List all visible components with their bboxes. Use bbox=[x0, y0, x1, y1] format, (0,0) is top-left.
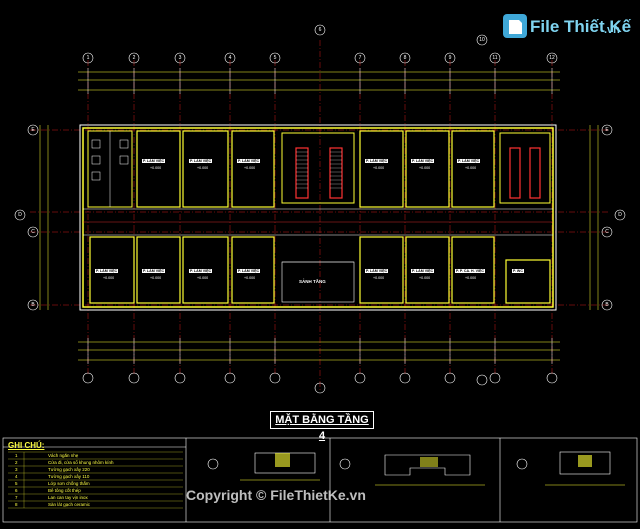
elevation-mark: +0.000 bbox=[373, 276, 385, 280]
axis-label-top: 5 bbox=[273, 55, 277, 61]
room-label: P. LÀM VIỆC bbox=[237, 269, 261, 273]
axis-label-top: 11 bbox=[492, 55, 498, 61]
note-number: 1 bbox=[15, 453, 18, 458]
detail-section-1 bbox=[207, 452, 320, 481]
elevation-mark: +0.000 bbox=[465, 276, 477, 280]
note-item: Sàn lát gạch ceramic bbox=[48, 502, 91, 507]
room-label: P. LÀM VIỆC bbox=[237, 159, 261, 163]
axis-label-top: 6 bbox=[318, 27, 322, 33]
copyright-watermark: Copyright © FileThietKe.vn bbox=[186, 487, 366, 503]
room-label: P. LÀM VIỆC bbox=[142, 269, 166, 273]
top-dimension-lines bbox=[78, 71, 560, 91]
room-label: P. LÀM VIỆC bbox=[365, 269, 389, 273]
stair-left bbox=[281, 132, 355, 204]
axis-label-top: 7 bbox=[358, 55, 362, 61]
notes-grid bbox=[8, 451, 183, 509]
room-label: P. LÀM VIỆC bbox=[457, 159, 481, 163]
title-block bbox=[2, 437, 638, 523]
axis-grid bbox=[30, 40, 610, 390]
room-label: P. LÀM VIỆC bbox=[142, 159, 166, 163]
axis-label-top: 8 bbox=[403, 55, 407, 61]
dimension-ticks bbox=[87, 68, 553, 364]
note-item: Lớp sơn chống thấm bbox=[48, 481, 90, 486]
hall-label: SẢNH TẦNG bbox=[299, 279, 326, 284]
elevation-mark: +0.000 bbox=[419, 276, 431, 280]
room-label: P. LÀM VIỆC bbox=[365, 159, 389, 163]
elevation-mark: +0.000 bbox=[150, 276, 162, 280]
elevation-mark: +0.000 bbox=[197, 166, 209, 170]
rooms-bottom-row bbox=[89, 236, 551, 304]
bottom-dimension-lines bbox=[78, 341, 560, 361]
detail-section-2 bbox=[339, 454, 485, 486]
note-number: 8 bbox=[15, 502, 18, 507]
axis-label-side: B bbox=[31, 302, 35, 308]
elevation-mark: +0.000 bbox=[465, 166, 477, 170]
axis-label-top: 12 bbox=[549, 55, 555, 61]
note-item: Tường gạch xây 110 bbox=[48, 474, 90, 479]
axis-label-side: C bbox=[605, 229, 609, 235]
rooms-top-row bbox=[136, 130, 495, 208]
note-number: 4 bbox=[15, 474, 18, 479]
axis-label-top: 10 bbox=[479, 37, 485, 43]
note-number: 3 bbox=[15, 467, 18, 472]
elevation-mark: +0.000 bbox=[103, 276, 115, 280]
detail-section-3 bbox=[516, 451, 625, 486]
notes-heading: GHI CHÚ: bbox=[8, 441, 45, 450]
axis-label-top: 4 bbox=[228, 55, 232, 61]
note-item: Cửa đi, cửa sổ khung nhôm kính bbox=[48, 460, 114, 465]
elevation-mark: +0.000 bbox=[244, 166, 256, 170]
note-number: 6 bbox=[15, 488, 18, 493]
axis-bubbles-bottom bbox=[82, 372, 558, 394]
room-label: P. LÀM VIỆC bbox=[411, 159, 435, 163]
note-item: Tường gạch xây 220 bbox=[48, 467, 90, 472]
axis-label-side: E bbox=[31, 127, 35, 133]
logo-text: File Thiết Kế bbox=[530, 17, 632, 36]
outer-walls bbox=[79, 124, 557, 311]
note-number: 7 bbox=[15, 495, 18, 500]
hall-area bbox=[281, 261, 355, 303]
elevation-mark: +0.000 bbox=[244, 276, 256, 280]
axis-label-top: 1 bbox=[86, 55, 90, 61]
elevation-mark: +0.000 bbox=[150, 166, 162, 170]
axis-label-top: 2 bbox=[132, 55, 136, 61]
axis-bubbles-top bbox=[82, 24, 558, 64]
note-item: Bê tông cốt thép bbox=[48, 488, 81, 493]
axis-label-side: D bbox=[618, 212, 622, 218]
note-number: 5 bbox=[15, 481, 18, 486]
axis-label-side: E bbox=[605, 127, 609, 133]
note-number: 2 bbox=[15, 460, 18, 465]
axis-label-side: C bbox=[31, 229, 35, 235]
room-label: P. LÀM VIỆC bbox=[411, 269, 435, 273]
room-label: P. LÀM VIỆC bbox=[189, 269, 213, 273]
room-label: P. LÀM VIỆC bbox=[189, 159, 213, 163]
drawing-title: MẶT BẰNG TẦNG 4 bbox=[270, 411, 374, 442]
elevation-mark: +0.000 bbox=[373, 166, 385, 170]
axis-label-side: B bbox=[605, 302, 609, 308]
note-item: Lan can tay vịn inox bbox=[48, 495, 88, 500]
room-label: P. P. CA. H. VIỆC bbox=[455, 269, 486, 273]
elevation-mark: +0.000 bbox=[197, 276, 209, 280]
axis-label-top: 9 bbox=[448, 55, 452, 61]
elevation-mark: +0.000 bbox=[419, 166, 431, 170]
axis-bubbles-side bbox=[14, 124, 626, 311]
side-dimension-lines bbox=[39, 125, 599, 310]
axis-label-side: D bbox=[18, 212, 22, 218]
stair-right bbox=[499, 132, 551, 204]
corridor-lines bbox=[83, 208, 553, 236]
logo-icon bbox=[503, 14, 527, 38]
room-label: P. LÀM VIỆC bbox=[95, 269, 119, 273]
wc-block bbox=[87, 130, 133, 208]
logo-domain: .vn bbox=[604, 24, 620, 36]
room-label: P. WC bbox=[512, 269, 524, 273]
axis-label-top: 3 bbox=[178, 55, 182, 61]
note-item: Vách ngăn nhẹ bbox=[48, 453, 79, 458]
